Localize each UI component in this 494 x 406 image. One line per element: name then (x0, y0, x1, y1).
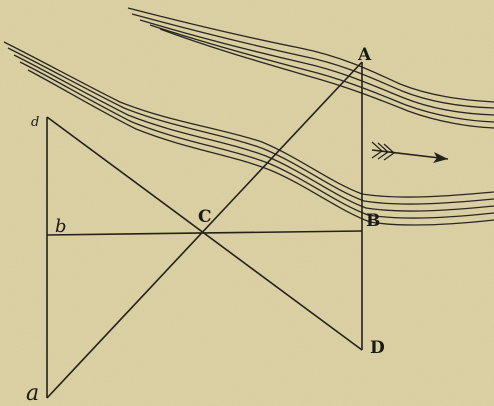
construction-lines (46, 61, 363, 399)
line-d-D (46, 116, 363, 351)
arrow-right-icon (371, 141, 449, 163)
label-D: D (370, 338, 385, 358)
label-C: C (198, 207, 212, 227)
label-b: b (55, 216, 67, 237)
label-A: A (357, 45, 372, 65)
label-d: d (31, 115, 39, 130)
label-a: a (26, 381, 39, 406)
label-B: B (366, 211, 380, 231)
far-river-bank (127, 7, 494, 129)
line-a-A (46, 61, 363, 399)
